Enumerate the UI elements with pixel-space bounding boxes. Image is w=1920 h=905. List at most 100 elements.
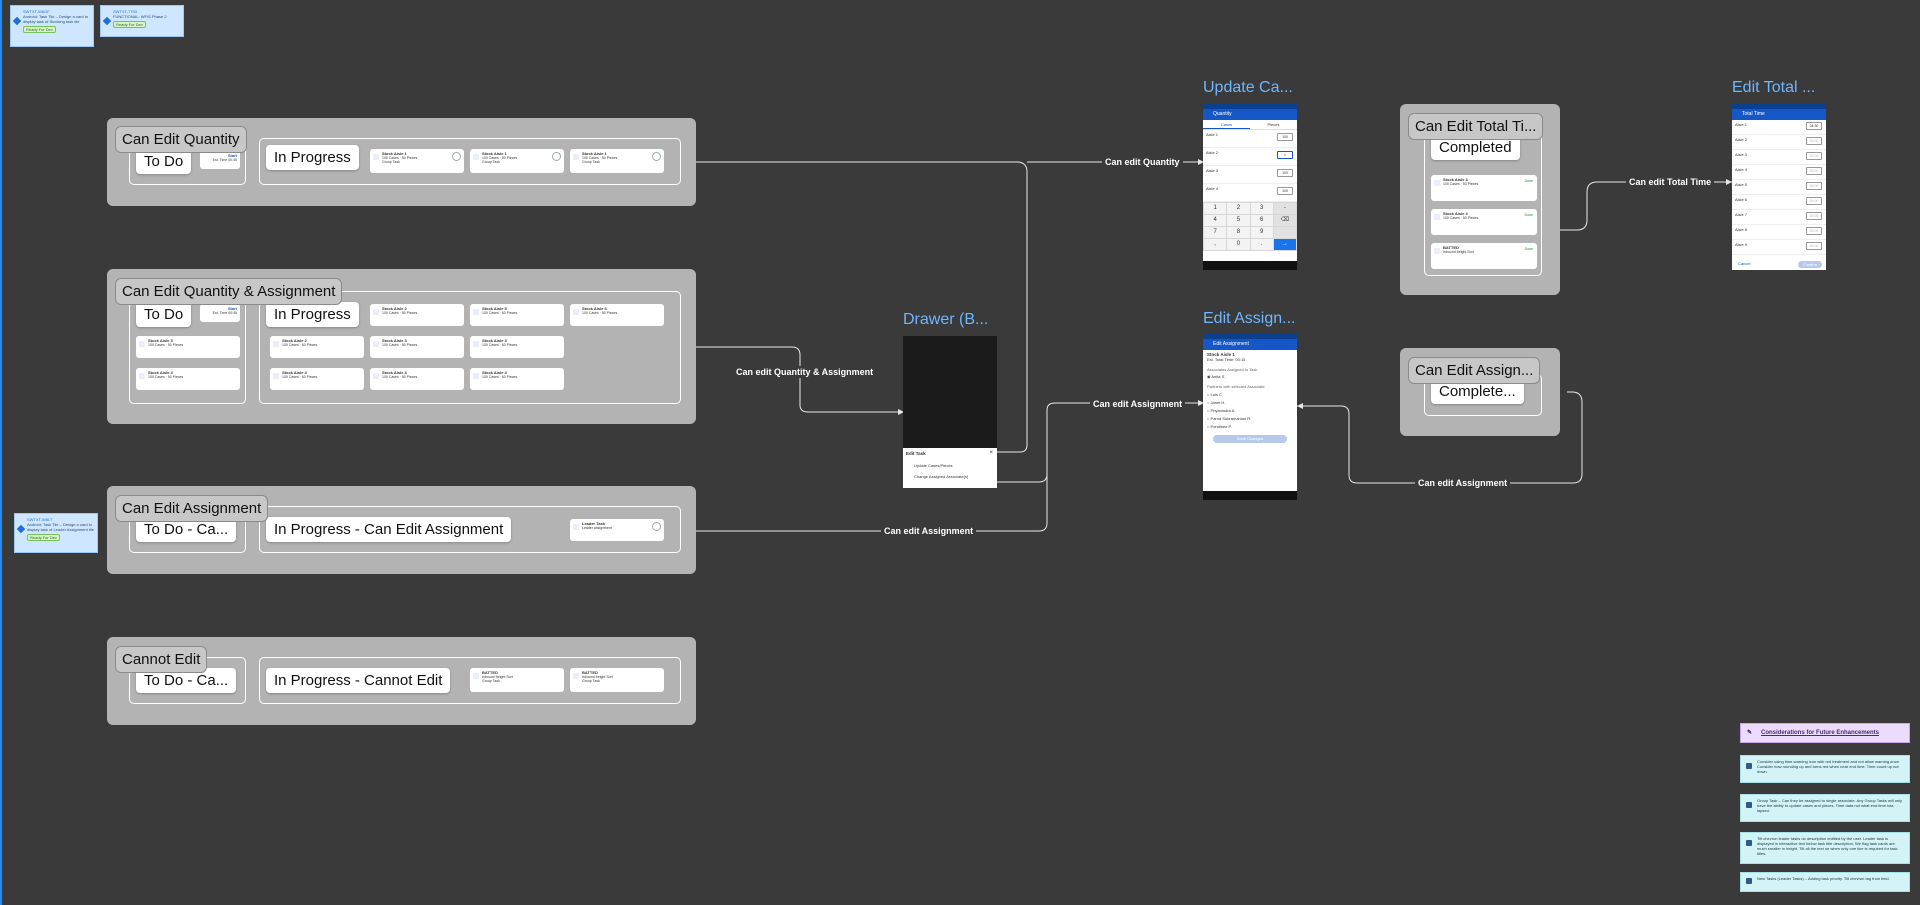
- key[interactable]: ⌫: [1273, 215, 1296, 226]
- jira-diamond-icon: [102, 16, 112, 26]
- task-card[interactable]: Leader Task Leader assignment: [570, 519, 664, 541]
- cancel-button[interactable]: Cancel: [1738, 261, 1751, 266]
- sheet-item-change[interactable]: Change Assigned Associate(s): [914, 474, 969, 479]
- task-card[interactable]: BATTED Inbound freight Sort Group Task: [470, 668, 564, 692]
- task-card[interactable]: Stock Aisle 1 100 Cases · 50 Pieces Grou…: [570, 149, 664, 173]
- radio-option[interactable]: ○ Pondinee P.: [1207, 424, 1232, 429]
- key[interactable]: [1273, 227, 1296, 238]
- radio-selected[interactable]: ◉ Anita S.: [1207, 374, 1226, 379]
- key[interactable]: 7: [1204, 227, 1227, 238]
- close-icon[interactable]: ×: [989, 450, 993, 456]
- row-label: Aisle 9: [1735, 242, 1748, 247]
- key[interactable]: 5: [1227, 215, 1250, 226]
- qty-input[interactable]: 100: [1277, 133, 1293, 141]
- key[interactable]: 6: [1250, 215, 1273, 226]
- key[interactable]: 8: [1227, 227, 1250, 238]
- save-button[interactable]: Save Changes: [1213, 435, 1287, 443]
- jira-sticky-3[interactable]: SWTXT-W6LT Android: Task Tile – Design a…: [14, 513, 98, 553]
- task-card[interactable]: BATTED Inbound freight Sort Group Task: [570, 668, 664, 692]
- box-icon: [273, 341, 279, 347]
- time-input[interactable]: 00:00: [1806, 212, 1822, 220]
- progress-title: In Progress - Cannot Edit: [266, 668, 451, 693]
- qty-input[interactable]: 100: [1277, 169, 1293, 177]
- group-title: Can Edit Assign...: [1408, 357, 1541, 384]
- start-label: Start: [227, 306, 237, 311]
- key[interactable]: .: [1250, 239, 1273, 250]
- jira-sticky-2[interactable]: SWTXT-7793 FUNCTIONAL: WFIS Phase 2 Read…: [100, 5, 184, 37]
- key[interactable]: 9: [1250, 227, 1273, 238]
- group-cannot-edit[interactable]: To Do - Ca... In Progress - Cannot Edit …: [107, 637, 696, 725]
- radio-option[interactable]: ○ Phyanindra A.: [1207, 408, 1236, 413]
- group-can-edit-quantity[interactable]: To Do Start Est. Time 00:45 In Progress …: [107, 118, 696, 206]
- time-input[interactable]: 00:00: [1806, 152, 1822, 160]
- card-title: Stock Aisle 2: [382, 306, 407, 311]
- task-card[interactable]: BATTED Inbound freight Sort Done: [1431, 243, 1537, 269]
- task-card[interactable]: Start Est. Time 00:45: [200, 304, 240, 322]
- task-card[interactable]: Stock Aisle 4 100 Cases · 50 Pieces Done: [1431, 209, 1537, 235]
- task-card[interactable]: Start Est. Time 00:45: [200, 151, 240, 169]
- radio-option[interactable]: ○ Janet H.: [1207, 400, 1226, 405]
- time-input[interactable]: 00:00: [1806, 182, 1822, 190]
- task-card[interactable]: Stock Aisle 1 100 Cases · 50 Pieces Grou…: [370, 149, 464, 173]
- key[interactable]: 1: [1204, 203, 1227, 214]
- tab-cases[interactable]: Cases: [1203, 120, 1250, 129]
- confirm-button[interactable]: Confirm: [1797, 261, 1822, 268]
- radio-option[interactable]: ○ Parna Subramanian R.: [1207, 416, 1252, 421]
- box-icon: [373, 154, 379, 160]
- time-input[interactable]: 00:00: [1806, 227, 1822, 235]
- jira-sticky-1[interactable]: SWTXT-W6GF Android: Task Tile – Design a…: [10, 5, 94, 47]
- task-card[interactable]: Stock Aisle 3 100 Cases · 50 Pieces: [136, 336, 240, 358]
- group-can-edit-assignment-completed[interactable]: Complete... Can Edit Assign...: [1400, 348, 1560, 436]
- warning-icon: [573, 524, 579, 530]
- key[interactable]: ,: [1204, 239, 1227, 250]
- key[interactable]: -: [1273, 203, 1296, 214]
- radio-option[interactable]: ○ Luis C.: [1207, 392, 1223, 397]
- screen-title-update: Update Ca...: [1203, 79, 1293, 96]
- group-title: Can Edit Assignment: [115, 495, 269, 522]
- key[interactable]: 3: [1250, 203, 1273, 214]
- tab-pieces[interactable]: Pieces: [1267, 122, 1280, 127]
- row-label: Aisle 3: [1735, 152, 1748, 157]
- card-sub: Leader assignment: [582, 526, 612, 530]
- numeric-keypad: 1 2 3 - 4 5 6 ⌫ 7 8 9 , 0 . →: [1203, 202, 1297, 251]
- task-card[interactable]: Stock Aisle 4 100 Cases · 50 Pieces: [136, 368, 240, 390]
- group-can-edit-total-time[interactable]: Completed Stock Aisle 3 100 Cases · 50 P…: [1400, 104, 1560, 295]
- key[interactable]: 4: [1204, 215, 1227, 226]
- key-enter[interactable]: →: [1273, 239, 1296, 250]
- edit-icon[interactable]: [652, 152, 661, 161]
- row-label: Aisle 4: [1735, 167, 1748, 172]
- card-title: Stock Aisle 4: [382, 370, 407, 375]
- time-input[interactable]: 04:30: [1806, 122, 1822, 130]
- time-input[interactable]: 00:00: [1806, 137, 1822, 145]
- key[interactable]: 2: [1227, 203, 1250, 214]
- group-title: Can Edit Quantity & Assignment: [115, 278, 343, 305]
- group-can-edit-quantity-assignment[interactable]: To Do Start Est. Time 00:45 Stock Aisle …: [107, 269, 696, 424]
- edit-icon[interactable]: [452, 152, 461, 161]
- time-input[interactable]: 00:00: [1806, 242, 1822, 250]
- task-card[interactable]: Stock Aisle 1 100 Cases · 50 Pieces Grou…: [470, 149, 564, 173]
- edit-icon[interactable]: [552, 152, 561, 161]
- note-icon: [1746, 840, 1752, 846]
- group-can-edit-assignment[interactable]: To Do - Ca... In Progress - Can Edit Ass…: [107, 486, 696, 574]
- time-input[interactable]: 00:00: [1806, 167, 1822, 175]
- considerations-header[interactable]: ✎ Considerations for Future Enhancements: [1740, 723, 1910, 743]
- task-card[interactable]: Stock Aisle 3 100 Cases · 50 Pieces Done: [1431, 175, 1537, 201]
- time-input[interactable]: 00:00: [1806, 197, 1822, 205]
- qty-input[interactable]: 100: [1277, 187, 1293, 195]
- edit-icon[interactable]: [652, 522, 661, 531]
- qty-input[interactable]: 1: [1277, 151, 1293, 159]
- sheet-item-update[interactable]: Update Cases/Pieces: [914, 463, 953, 468]
- key[interactable]: 0: [1227, 239, 1250, 250]
